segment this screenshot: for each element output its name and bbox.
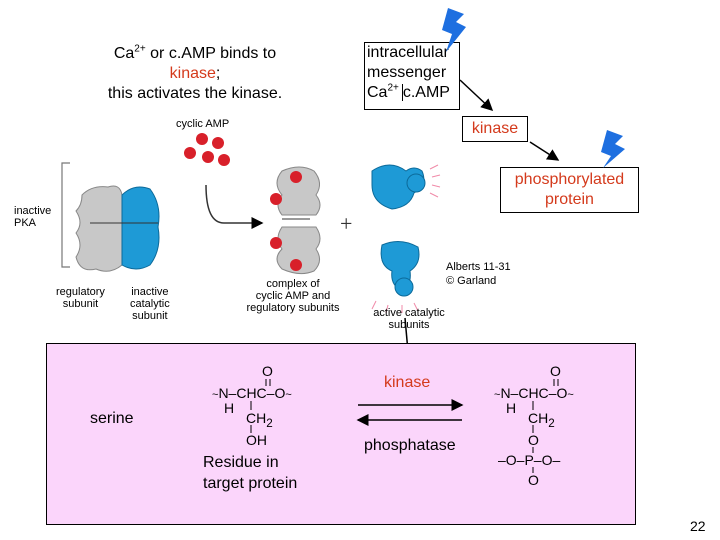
figure-credit: Alberts 11-31© Garland	[446, 261, 511, 287]
cyclic-amp-molecules	[184, 133, 230, 166]
reaction-kinase-label: kinase	[384, 374, 431, 391]
intro-kinase-word: kinase	[169, 65, 216, 82]
plus-sign: +	[340, 211, 352, 236]
right-o-bot: O	[528, 472, 539, 488]
messenger-box: intracellular messenger Ca2+c.AMP	[364, 42, 460, 110]
lightning-bolt-icon	[442, 8, 466, 52]
page-number: 22	[690, 518, 706, 534]
pka-activation-figure: +	[61, 133, 441, 314]
arrow-kinase-to-phosphorylated	[529, 141, 560, 161]
left-ch2: CH2	[246, 410, 273, 430]
right-phosphate: –O–P–O–	[498, 452, 561, 468]
reaction-panel	[46, 343, 636, 525]
cyclic-amp-label: cyclic AMP	[176, 118, 230, 130]
left-o-top: O	[262, 363, 273, 379]
intro-text: Ca2+ or c.AMP binds to kinase; this acti…	[107, 43, 283, 102]
right-chain: ~N–CHC–O~	[494, 385, 574, 401]
phosphorylated-protein-box: phosphorylated protein	[500, 167, 639, 213]
right-h: H	[506, 400, 517, 416]
active-catalytic-subunits	[371, 164, 441, 314]
left-h: H	[224, 400, 235, 416]
right-o-top: O	[550, 363, 561, 379]
reaction-phosphatase-label: phosphatase	[364, 437, 456, 454]
left-chain: ~N–CHC–O~	[212, 385, 292, 401]
camp-regulatory-complex	[270, 166, 321, 275]
right-o-mid: O	[528, 432, 539, 448]
lightning-bolt-icon	[601, 130, 625, 168]
arrow-messenger-to-kinase	[459, 79, 494, 112]
right-ch2: CH2	[528, 410, 555, 430]
left-oh: OH	[246, 432, 267, 448]
kinase-box: kinase	[462, 116, 528, 142]
inactive-pka	[75, 185, 160, 272]
serine-label: serine	[90, 410, 134, 427]
